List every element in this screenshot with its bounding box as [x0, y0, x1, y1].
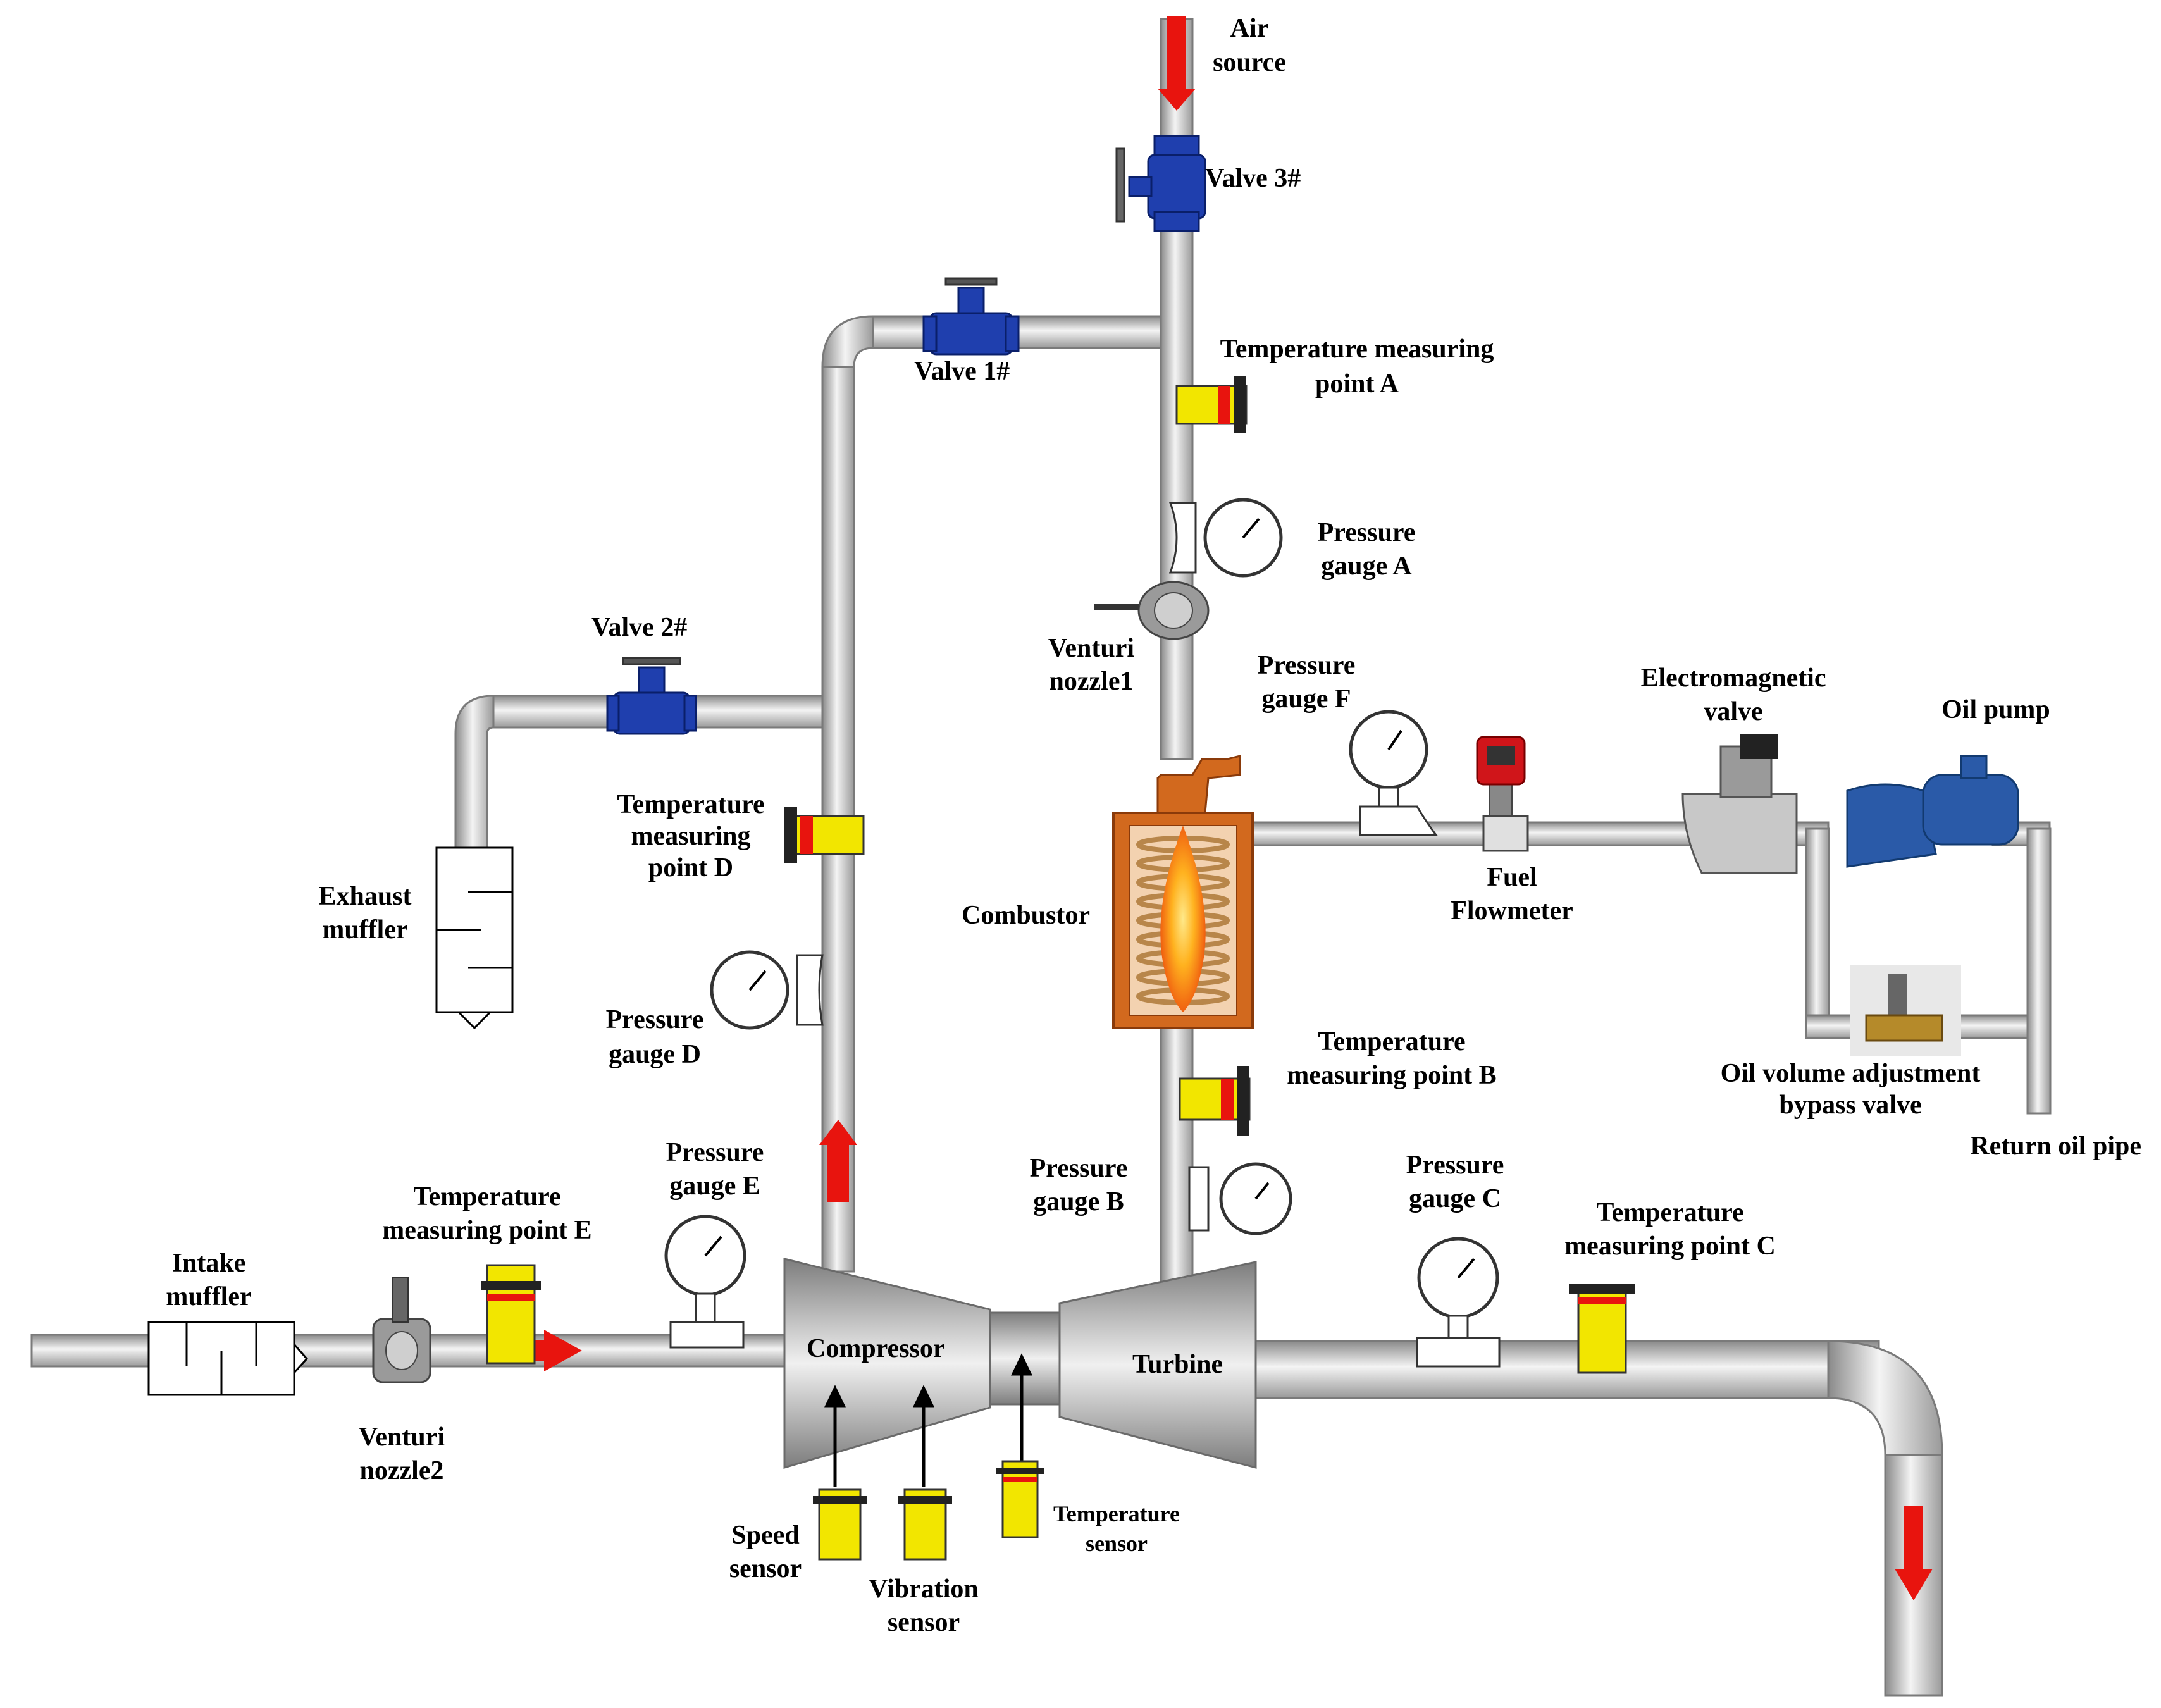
venturi-nozzle-1-icon — [1094, 581, 1210, 640]
speed-sensor-label-2: sensor — [729, 1554, 802, 1583]
temperature-sensor-label-2: sensor — [1086, 1531, 1148, 1556]
oil-bypass-label-1: Oil volume adjustment — [1721, 1059, 1981, 1088]
temp-c-label-2: measuring point C — [1564, 1232, 1776, 1261]
speed-sensor-label-1: Speed — [731, 1521, 799, 1550]
temp-e-label-2: measuring point E — [382, 1216, 591, 1245]
combustor-to-turbine-pipe — [1160, 1024, 1194, 1292]
temperature-sensor-a-icon — [1175, 376, 1248, 433]
venturi2-label-1: Venturi — [359, 1423, 445, 1452]
pressure-b-label-2: gauge B — [1033, 1187, 1124, 1216]
temp-e-label-1: Temperature — [413, 1182, 560, 1211]
fuel-flowmeter-icon — [1476, 736, 1529, 852]
combustor-inlet-funnel — [1156, 755, 1241, 814]
intake-muffler-label-1: Intake — [172, 1249, 246, 1278]
pressure-f-label-2: gauge F — [1261, 684, 1351, 714]
fuel-flowmeter-label-1: Fuel — [1487, 863, 1537, 892]
pressure-c-label-2: gauge C — [1409, 1184, 1501, 1213]
fuel-flowmeter-label-2: Flowmeter — [1451, 896, 1573, 925]
exhaust-pipe-bend — [1827, 1340, 1943, 1456]
return-oil-label: Return oil pipe — [1970, 1132, 2141, 1161]
temp-a-label-1: Temperature measuring — [1220, 335, 1494, 364]
exhaust-muffler-label-2: muffler — [322, 915, 407, 944]
venturi2-label-2: nozzle2 — [360, 1456, 444, 1485]
intake-muffler — [147, 1321, 309, 1396]
turbocharger: Compressor Turbine — [783, 1258, 1257, 1470]
pressure-gauge-b-icon — [1188, 1162, 1292, 1235]
temperature-sensor-label-1: Temperature — [1053, 1501, 1180, 1526]
pressure-e-label-2: gauge E — [669, 1172, 760, 1201]
electromagnetic-label-1: Electromagnetic — [1640, 664, 1826, 693]
valve3-label: Valve 3# — [1205, 164, 1301, 193]
venturi1-label-2: nozzle1 — [1050, 667, 1134, 696]
oil-bypass-label-2: bypass valve — [1779, 1091, 1921, 1120]
shaft-housing — [989, 1311, 1061, 1406]
temperature-sensor-turbo-icon — [996, 1460, 1044, 1538]
pressure-d-label-2: gauge D — [609, 1040, 701, 1069]
pressure-gauge-e-icon — [664, 1215, 746, 1349]
temperature-sensor-d-icon — [784, 807, 865, 863]
valve-2-icon — [606, 657, 697, 735]
temp-b-label-1: Temperature — [1318, 1027, 1465, 1056]
temperature-sensor-b-icon — [1179, 1066, 1251, 1136]
oil-pump-label: Oil pump — [1941, 695, 2050, 724]
pressure-b-label-1: Pressure — [1030, 1154, 1128, 1183]
vibration-sensor-label-1: Vibration — [869, 1575, 978, 1604]
oil-pump-icon — [1846, 755, 2019, 868]
electromagnetic-valve-icon — [1681, 734, 1798, 874]
exhaust-muffler-label-1: Exhaust — [318, 882, 411, 911]
pressure-c-label-1: Pressure — [1406, 1151, 1504, 1180]
electromagnetic-label-2: valve — [1704, 697, 1762, 726]
pressure-gauge-c-icon — [1416, 1237, 1501, 1368]
return-oil-pipe — [2026, 827, 2052, 1115]
pressure-d-label-1: Pressure — [606, 1005, 704, 1034]
labels: Air source Valve 3# Valve 1# Valve 2# Te… — [166, 14, 2141, 1637]
venturi1-label-1: Venturi — [1048, 634, 1134, 663]
temp-b-label-2: measuring point B — [1287, 1061, 1496, 1090]
muffler-branch-bend — [454, 695, 495, 849]
vibration-sensor-label-2: sensor — [888, 1608, 960, 1637]
compressor-body — [783, 1258, 991, 1470]
air-inlet-arrow — [1158, 16, 1196, 111]
temp-d-label-1: Temperature — [617, 790, 764, 819]
exhaust-flow-arrow — [1895, 1506, 1933, 1600]
combustor-label: Combustor — [962, 901, 1090, 930]
temp-d-label-2: measuring — [631, 822, 751, 851]
combustor: Combustor — [962, 755, 1254, 1029]
compressor-outlet-arrow — [819, 1120, 857, 1202]
venturi-nozzle-2-icon — [372, 1277, 431, 1383]
intake-muffler-label-2: muffler — [166, 1282, 251, 1311]
sensor-pointer-arrows — [824, 1353, 1032, 1487]
pressure-a-label-1: Pressure — [1318, 518, 1416, 547]
valve-1-icon — [922, 277, 1020, 356]
oil-loop-left-vertical — [1805, 827, 1830, 1039]
pressure-gauge-f-icon — [1349, 710, 1438, 836]
temp-c-label-1: Temperature — [1596, 1198, 1743, 1227]
temperature-sensor-e-icon — [481, 1264, 541, 1365]
vibration-sensor-icon — [898, 1488, 952, 1561]
pressure-gauge-d-icon — [710, 950, 824, 1030]
turbine-body — [1058, 1261, 1257, 1469]
air-source-label-2: source — [1213, 48, 1286, 77]
exhaust-pipe-horizontal — [1239, 1340, 1880, 1399]
flame — [1160, 826, 1206, 1012]
temperature-sensor-c-icon — [1569, 1284, 1635, 1374]
valve1-label: Valve 1# — [914, 357, 1010, 386]
turbine-label: Turbine — [1132, 1350, 1223, 1379]
pressure-e-label-1: Pressure — [666, 1138, 764, 1167]
temp-d-label-3: point D — [648, 853, 733, 882]
upper-left-bend — [821, 315, 874, 368]
valve-3-icon — [1115, 135, 1206, 232]
pressure-f-label-1: Pressure — [1258, 651, 1356, 680]
pressure-a-label-2: gauge A — [1321, 552, 1412, 581]
exhaust-muffler — [435, 846, 514, 1030]
valve2-label: Valve 2# — [591, 613, 687, 642]
compressor-label: Compressor — [807, 1334, 945, 1363]
speed-sensor-icon — [813, 1488, 867, 1561]
air-source-label-1: Air — [1230, 14, 1269, 43]
pressure-gauge-a-icon — [1168, 498, 1283, 578]
temp-a-label-2: point A — [1315, 369, 1399, 399]
oil-bypass-valve-icon — [1850, 965, 1961, 1056]
